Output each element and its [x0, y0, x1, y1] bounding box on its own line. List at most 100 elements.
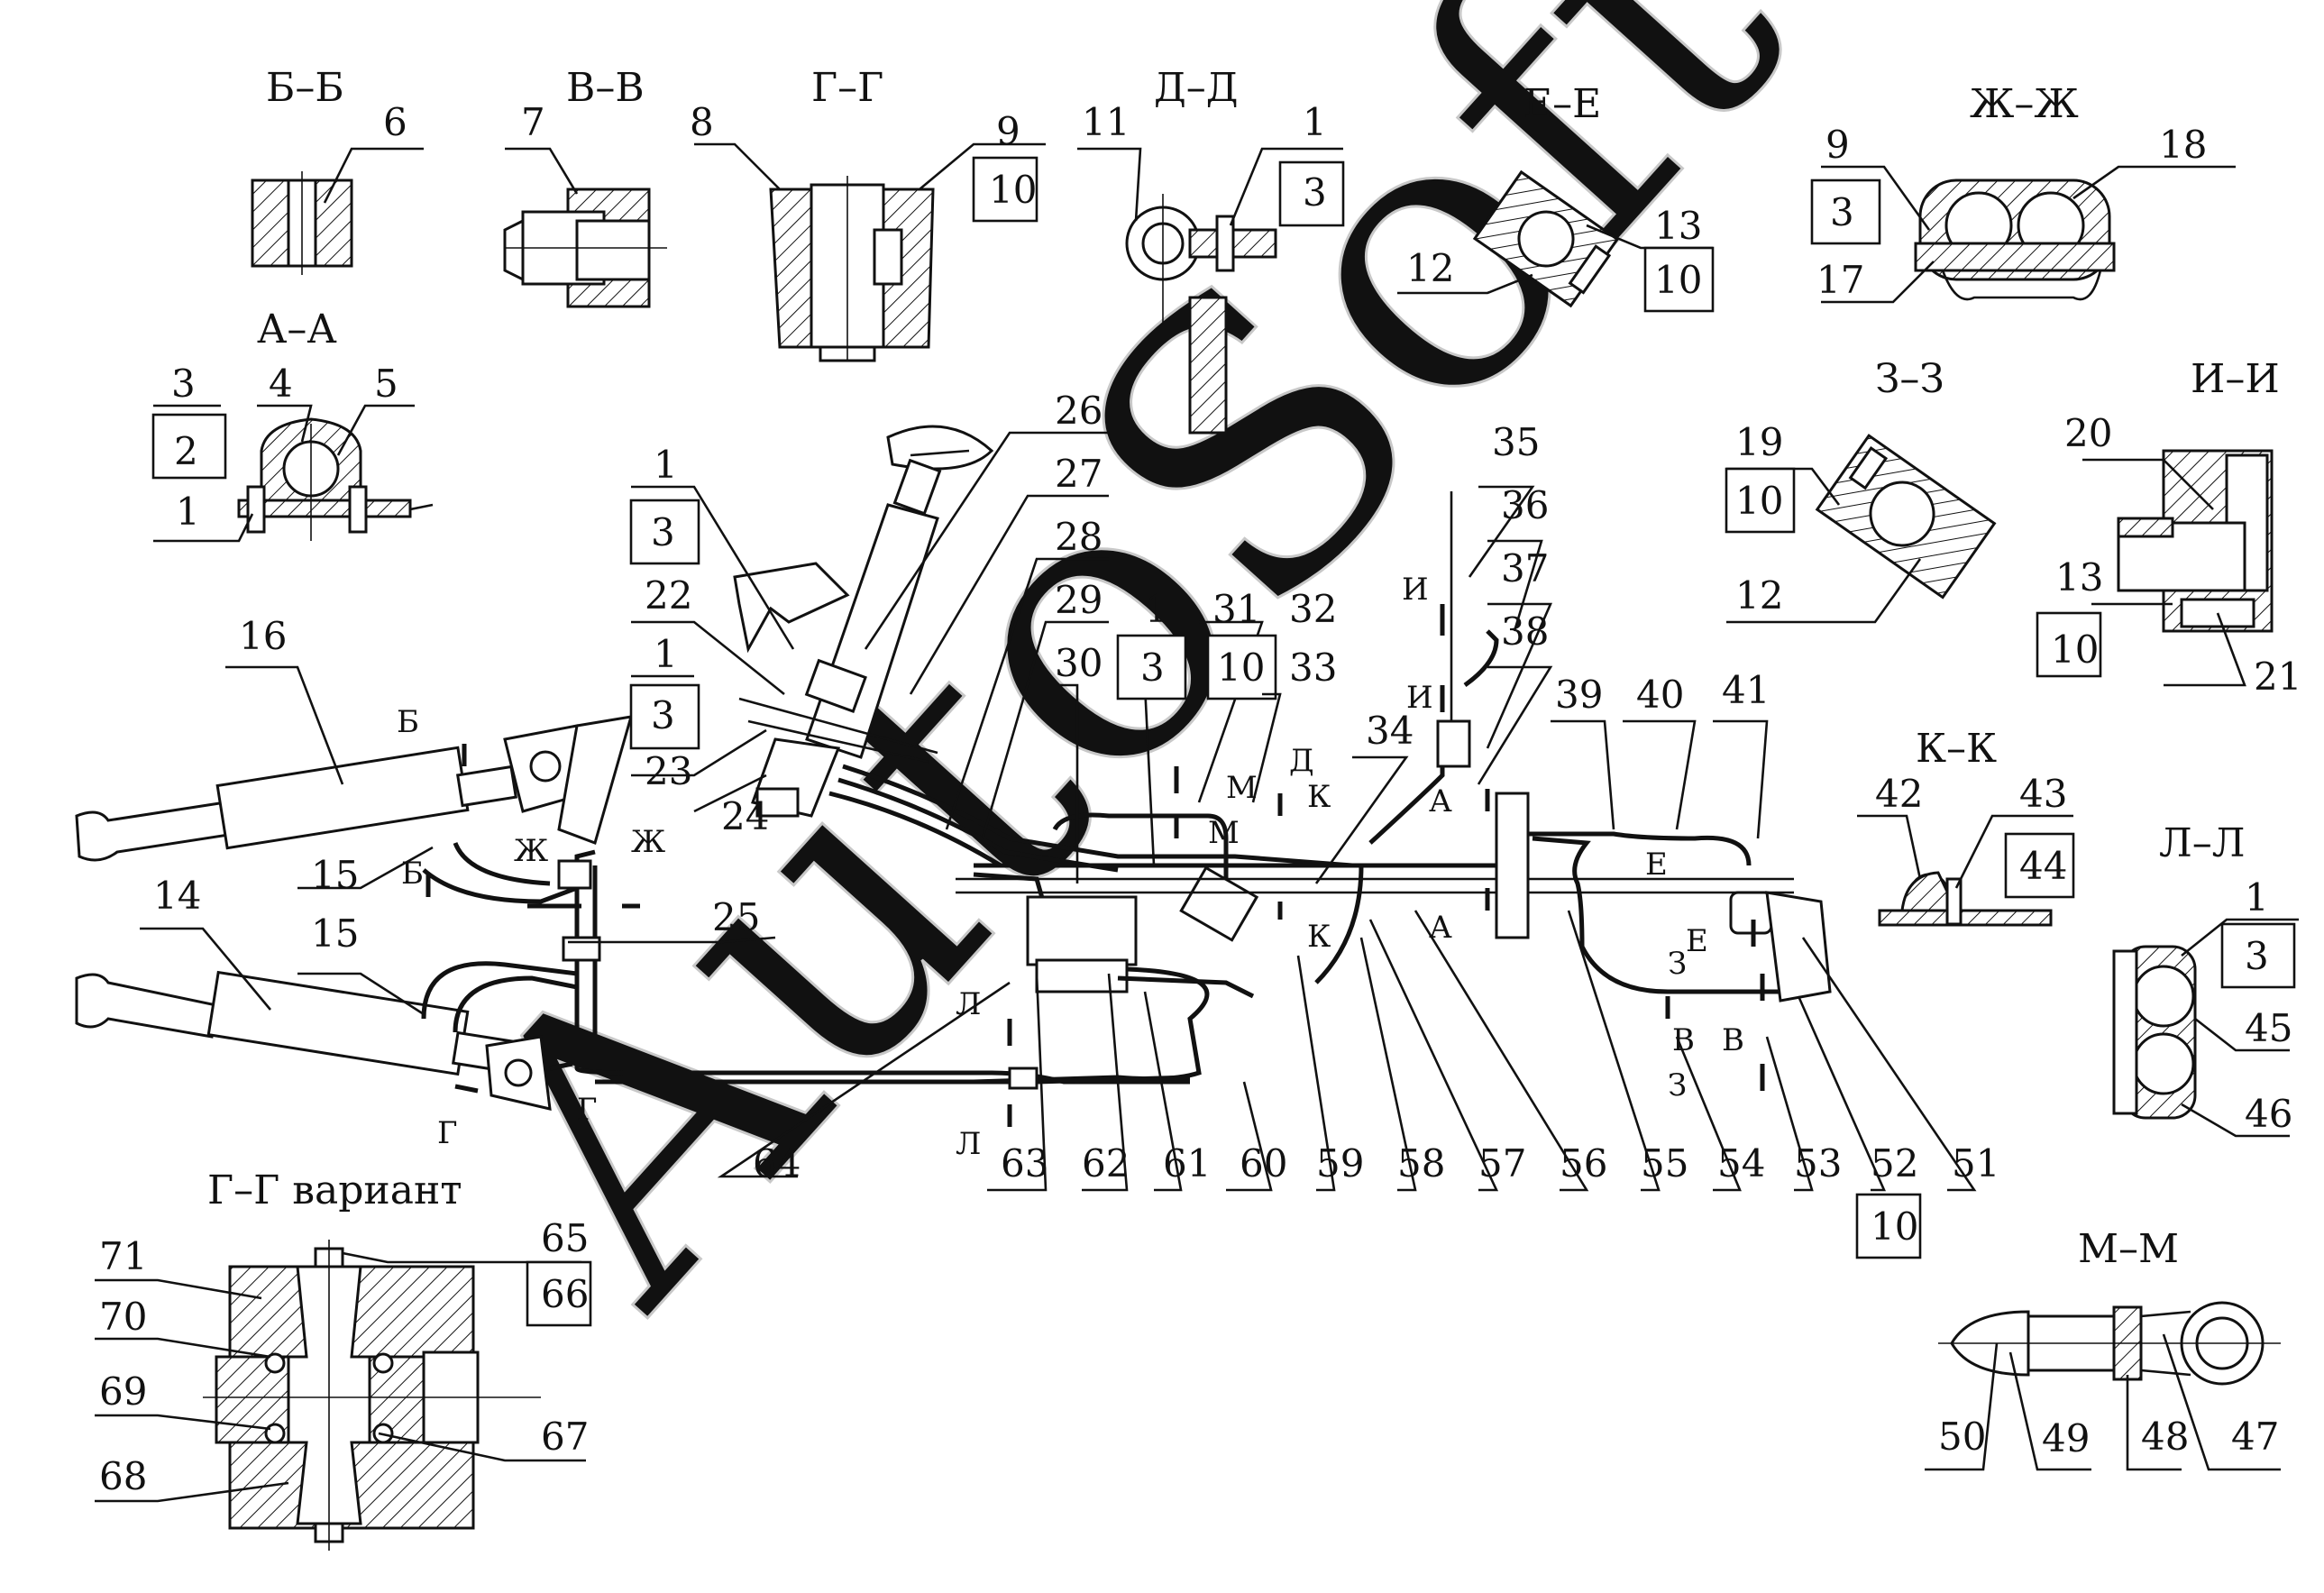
- section-mark: З: [1668, 946, 1687, 982]
- section-title: К–К: [1916, 726, 1997, 772]
- callout: 3: [2245, 934, 2269, 978]
- callout: 70: [99, 1295, 147, 1339]
- section-mark: Е: [1686, 923, 1708, 959]
- section-aa: А–А 3 2 1 4 5: [151, 307, 434, 543]
- callout: 1: [2245, 875, 2269, 920]
- callout: 29: [1055, 578, 1103, 622]
- callout: 3: [171, 362, 196, 406]
- cylinder-body: [215, 746, 470, 850]
- callout: 12: [1406, 246, 1454, 290]
- callout: 1: [1145, 587, 1169, 631]
- tube: [2132, 1032, 2195, 1095]
- main-callouts: 16 14 15 15 1 3 22 1 3 23 24 25 26 27 28…: [153, 389, 1999, 1249]
- callout: 6: [383, 100, 407, 144]
- section-marks: Б Б Ж Ж Г Г Л Л М М Д К К А А И И Е Е З …: [397, 572, 1765, 1162]
- section-mark: Л: [956, 1126, 981, 1162]
- callout: 28: [1055, 515, 1103, 559]
- callout: 64: [753, 1141, 801, 1186]
- section-mark: Б: [397, 704, 419, 740]
- callout: 42: [1875, 772, 1923, 816]
- section-mark: Е: [1645, 847, 1668, 883]
- callout: 14: [153, 874, 201, 918]
- callout: 19: [1735, 420, 1783, 464]
- callout: 34: [1366, 709, 1414, 753]
- callout: 31: [1212, 587, 1260, 631]
- callout: 10: [1735, 479, 1783, 523]
- callout: 63: [1001, 1141, 1048, 1186]
- section-mark: Д: [1289, 743, 1314, 779]
- callout: 37: [1501, 546, 1549, 591]
- section-mark: Г: [437, 1115, 458, 1151]
- callout: 67: [541, 1414, 589, 1459]
- callout: 1: [176, 490, 200, 534]
- callout: 59: [1316, 1141, 1364, 1186]
- callout: 41: [1722, 668, 1770, 712]
- hydraulic-lines: [421, 491, 1832, 1090]
- callout: 44: [2019, 844, 2067, 888]
- callout: 13: [2055, 555, 2103, 600]
- section-title: А–А: [257, 307, 337, 352]
- steering-column: [733, 425, 994, 818]
- section-gg-variant: Г–Г вариант 71 70 69 68 65 66 67: [95, 1167, 592, 1551]
- callout: 10: [1871, 1204, 1918, 1249]
- section-title: Б–Б: [266, 65, 344, 111]
- section-mark: Ж: [514, 833, 548, 869]
- section-title: И–И: [2191, 356, 2280, 402]
- callout: 1: [654, 443, 678, 487]
- section-ii: И–И 20 13 10 21: [2036, 356, 2301, 699]
- section-dd: Д–Д 11 1 3: [1077, 65, 1345, 435]
- callout: 15: [311, 853, 359, 897]
- callout: 53: [1794, 1141, 1842, 1186]
- callout: 2: [174, 429, 198, 473]
- reservoir-valve: [1436, 719, 1471, 768]
- section-ee: Е–Е 12 13 10: [1397, 81, 1715, 313]
- section-title: З–З: [1875, 356, 1944, 402]
- steering-cylinder-upper: [75, 715, 634, 862]
- callout: 40: [1636, 673, 1684, 717]
- callout: 43: [2019, 772, 2067, 816]
- callout: 7: [521, 100, 545, 144]
- callout: 3: [1830, 190, 1854, 234]
- callout: 3: [1303, 170, 1327, 215]
- callout: 17: [1816, 258, 1864, 302]
- valve-block: [1026, 895, 1138, 966]
- callout: 60: [1240, 1141, 1287, 1186]
- callout: 22: [645, 573, 692, 618]
- flow-divider: [1179, 865, 1259, 942]
- callout: 3: [651, 693, 675, 737]
- section-mark: В: [1722, 1022, 1744, 1058]
- bracket: [1188, 296, 1228, 435]
- section-vv: В–В 7: [503, 65, 667, 308]
- main-view: Б Б Ж Ж Г Г Л Л М М Д К К А А И И Е Е З …: [75, 389, 1999, 1259]
- section-title: Г–Г: [811, 65, 883, 111]
- callout: 48: [2141, 1414, 2189, 1459]
- callout: 47: [2231, 1414, 2279, 1459]
- section-title: Е–Е: [1523, 81, 1601, 127]
- callout: 12: [1735, 573, 1783, 618]
- section-mark: Г: [577, 1092, 598, 1128]
- callout: 56: [1560, 1141, 1607, 1186]
- section-title: Г–Г вариант: [207, 1167, 462, 1213]
- callout: 23: [645, 749, 692, 793]
- section-mark: А: [1429, 783, 1452, 819]
- callout: 11: [1082, 100, 1130, 144]
- callout: 65: [541, 1216, 589, 1260]
- callout: 10: [1654, 258, 1702, 302]
- callout: 16: [239, 614, 287, 658]
- return-filter: [1765, 891, 1832, 1002]
- callout: 33: [1289, 645, 1337, 690]
- section-mark: Ж: [631, 824, 665, 860]
- callout: 5: [374, 362, 398, 406]
- tube: [2132, 965, 2195, 1028]
- section-mark: Б: [401, 856, 424, 892]
- callout: 9: [1825, 123, 1850, 167]
- callout: 58: [1397, 1141, 1445, 1186]
- section-title: В–В: [566, 65, 645, 111]
- callout: 69: [99, 1369, 147, 1414]
- callout: 21: [2254, 655, 2301, 699]
- callout: 61: [1163, 1141, 1211, 1186]
- callout: 15: [311, 911, 359, 956]
- callout: 26: [1055, 389, 1103, 433]
